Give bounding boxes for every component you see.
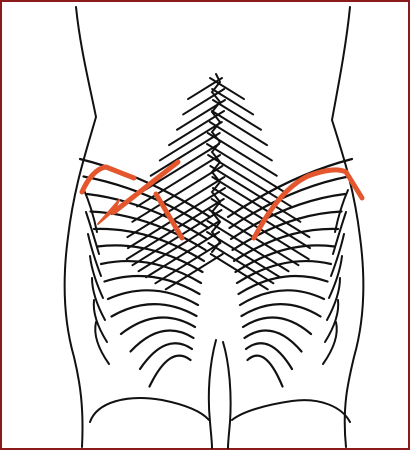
muscle-fiber-56	[95, 322, 109, 364]
muscle-fiber-66	[242, 304, 321, 316]
body-outline	[65, 7, 364, 448]
muscle-fiber-45	[112, 304, 197, 316]
muscle-fiber-60	[233, 212, 342, 251]
muscle-fiber-65	[240, 290, 324, 305]
muscle-fiber-33	[208, 243, 273, 283]
muscle-fiber-44	[108, 290, 198, 305]
gluteal-cleft-right	[223, 342, 231, 448]
buttock-right-curve	[232, 400, 350, 422]
muscle-fiber-47	[131, 331, 194, 352]
buttock-left-curve	[90, 398, 209, 422]
muscle-fiber-6	[151, 133, 220, 176]
muscle-fiber-7	[143, 144, 219, 191]
muscle-fiber-70	[248, 356, 283, 387]
gluteal-cleft-left	[209, 340, 216, 448]
muscle-fiber-41	[98, 245, 203, 272]
muscle-fiber-5	[160, 122, 222, 160]
muscle-fiber-49	[150, 356, 191, 387]
muscle-fiber-77	[323, 322, 337, 364]
